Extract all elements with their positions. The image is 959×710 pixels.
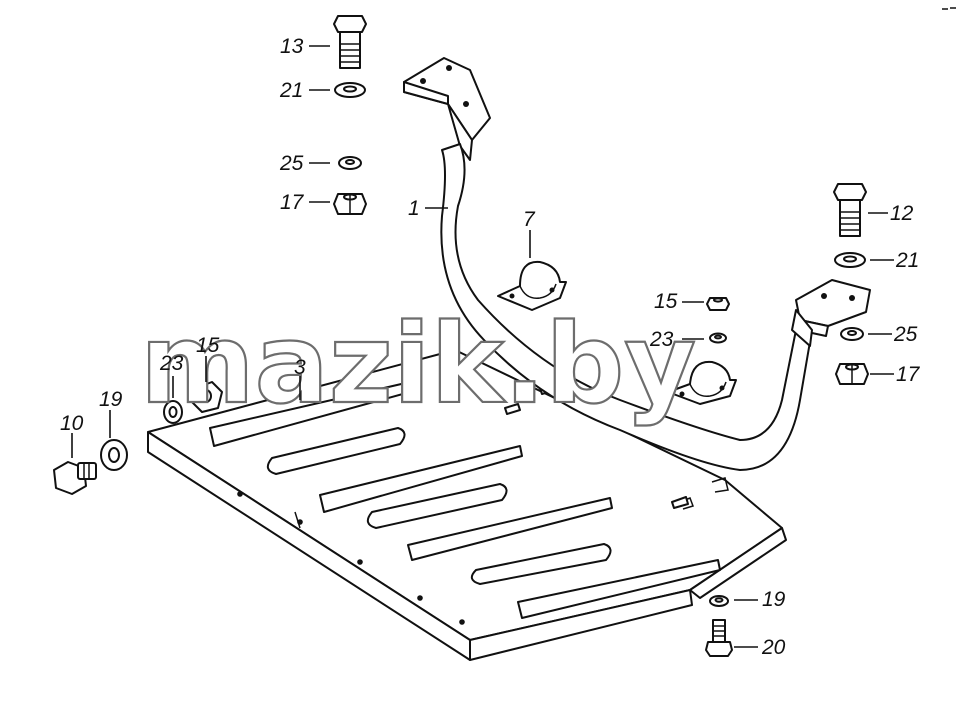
callout-13: 13 [280,35,304,58]
washer-19-left [100,439,128,471]
callout-25-left: 25 [279,152,304,175]
washer-23-right [709,332,727,344]
nut-15-left [191,381,223,413]
washer-19-lower [709,595,729,607]
washer-21-right [834,252,866,268]
plate-rib-1 [209,381,411,447]
plate-rib-3 [407,497,613,561]
plate-rib-2 [319,445,523,513]
callout-labels: 13 21 25 17 1 7 12 21 25 17 15 23 23 15 … [60,35,921,659]
callout-10: 10 [60,412,84,435]
callout-23-right: 23 [649,328,674,351]
nut-17-left [333,193,367,215]
bolt-13 [333,15,367,69]
callout-15-right: 15 [654,290,678,313]
callout-19-left: 19 [99,388,123,411]
washer-25-left [338,156,362,170]
callout-3: 3 [294,356,306,379]
clamp-upper [497,260,567,311]
callout-7: 7 [523,208,536,231]
callout-25-right: 25 [893,323,918,346]
callout-1: 1 [408,197,420,220]
corner-mark [942,7,956,10]
callout-17-right: 17 [896,363,921,386]
leader-lines [71,45,894,648]
clamp-lower [667,360,737,405]
callout-17-left: 17 [280,191,305,214]
nut-15-right [706,297,730,311]
callout-21-right: 21 [895,249,919,272]
support-bracket-tube [403,57,871,471]
callout-21-left: 21 [279,79,303,102]
watermark-text: mazik.by [140,300,696,428]
bolt-12 [833,183,867,237]
washer-21-left [334,82,366,98]
nut-17-right [835,363,869,385]
plate-rib-4 [517,559,721,619]
callout-19-lower: 19 [762,588,786,611]
washer-25-right [840,327,864,341]
callout-20: 20 [761,636,786,659]
callout-12: 12 [890,202,914,225]
bolt-20 [705,619,733,657]
callout-15-left: 15 [196,334,220,357]
washer-23-left [163,400,183,424]
bolt-10 [53,461,97,495]
guard-plate [147,349,787,661]
callout-23-left: 23 [159,352,184,375]
